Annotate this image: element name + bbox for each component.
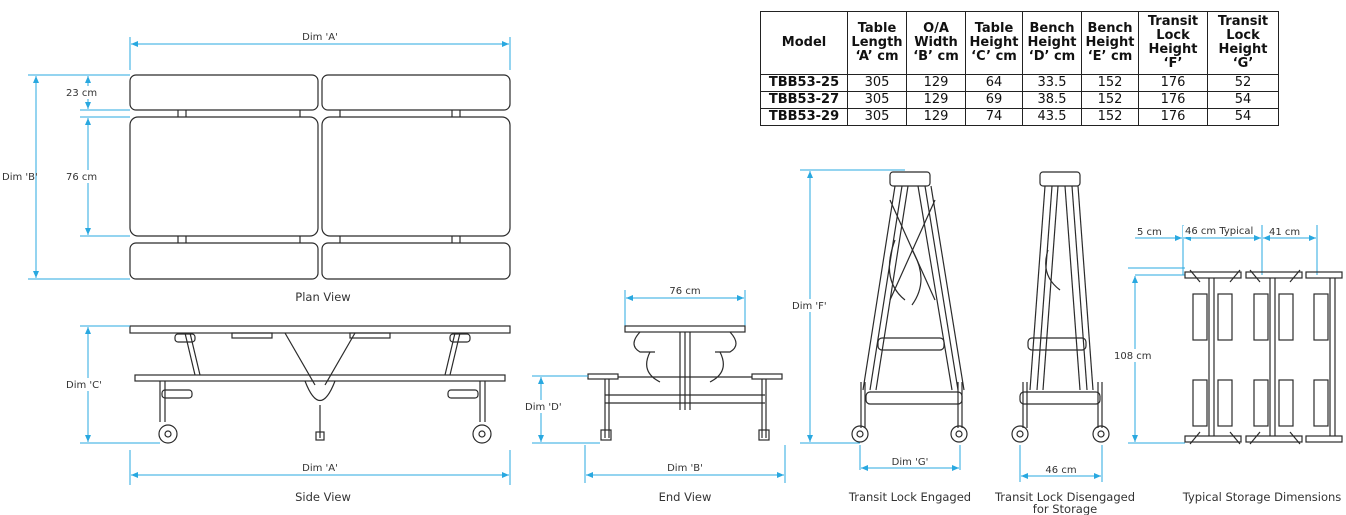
storage-spacing-label: 41 cm <box>1269 227 1300 238</box>
table-cell: 54 <box>1207 91 1279 109</box>
table-header-row: Model Table Length ‘A’ cm O/A Width ‘B’ … <box>760 11 1279 75</box>
transit-engaged-view: Dim 'F' Dim 'G' Transit Lock Engaged <box>790 169 971 504</box>
storage-caption: Typical Storage Dimensions <box>1182 490 1342 504</box>
table-cell: 176 <box>1138 91 1208 109</box>
side-view: Dim 'C' Dim 'A' Side View <box>62 325 511 504</box>
table-cell: 305 <box>847 108 907 126</box>
end-dim-d-label: Dim 'D' <box>525 402 562 413</box>
table-cell: 52 <box>1207 74 1279 92</box>
table-cell: 152 <box>1081 108 1139 126</box>
header-transit-lock-g: Transit Lock Height ‘G’ <box>1207 11 1279 75</box>
plan-table-left <box>129 116 319 237</box>
plan-view-caption: Plan View <box>295 290 350 304</box>
table-cell: 74 <box>965 108 1023 126</box>
header-bench-height-d: Bench Height ‘D’ cm <box>1022 11 1082 75</box>
table-cell: 305 <box>847 74 907 92</box>
table-cell: 152 <box>1081 74 1139 92</box>
header-bench-height-e: Bench Height ‘E’ cm <box>1081 11 1139 75</box>
cell-model: TBB53-25 <box>760 74 848 92</box>
table-cell: 129 <box>906 108 966 126</box>
side-dim-c-label: Dim 'C' <box>66 380 102 391</box>
plan-bench-top-right <box>321 74 511 111</box>
table-row: TBB53-25 305 129 64 33.5 152 176 52 <box>760 74 1279 92</box>
side-table-top <box>129 325 511 334</box>
table-cell: 129 <box>906 74 966 92</box>
cell-model: TBB53-27 <box>760 91 848 109</box>
table-cell: 176 <box>1138 108 1208 126</box>
plan-bench-bottom-left <box>129 242 319 280</box>
table-cell: 54 <box>1207 108 1279 126</box>
plan-bench-bottom-right <box>321 242 511 280</box>
table-cell: 33.5 <box>1022 74 1082 92</box>
transit-disengaged-view: 46 cm Transit Lock Disengaged for Storag… <box>994 171 1135 515</box>
end-top-width-label: 76 cm <box>669 286 700 297</box>
transit-disengaged-caption-2: for Storage <box>1033 502 1097 515</box>
cell-model: TBB53-29 <box>760 108 848 126</box>
header-transit-lock-f: Transit Lock Height ‘F’ <box>1138 11 1208 75</box>
plan-table-width-label: 76 cm <box>66 172 97 183</box>
plan-view: Dim 'A' Dim 'B' 23 cm 76 cm Plan View <box>2 32 511 304</box>
side-dim-a-label: Dim 'A' <box>302 463 338 474</box>
header-model: Model <box>760 11 848 75</box>
table-cell: 152 <box>1081 91 1139 109</box>
end-view: 76 cm Dim 'D' Dim 'B' End View <box>523 286 786 504</box>
end-dim-b-label: Dim 'B' <box>667 463 703 474</box>
dimensions-table: Model Table Length ‘A’ cm O/A Width ‘B’ … <box>760 11 1279 126</box>
transit-dim-g-label: Dim 'G' <box>892 457 929 468</box>
storage-typical-label: 46 cm Typical <box>1185 226 1253 237</box>
table-cell: 305 <box>847 91 907 109</box>
table-cell: 129 <box>906 91 966 109</box>
plan-dim-a-label: Dim 'A' <box>302 32 338 43</box>
storage-view: 5 cm 46 cm Typical 41 cm 108 cm <box>1112 225 1343 504</box>
side-bench <box>134 374 506 382</box>
storage-gap-label: 5 cm <box>1137 227 1162 238</box>
table-cell: 64 <box>965 74 1023 92</box>
end-view-caption: End View <box>659 490 712 504</box>
header-table-height: Table Height ‘C’ cm <box>965 11 1023 75</box>
plan-dim-b-label: Dim 'B' <box>2 172 38 183</box>
table-cell: 38.5 <box>1022 91 1082 109</box>
plan-bench-top-left <box>129 74 319 111</box>
table-row: TBB53-29 305 129 74 43.5 152 176 54 <box>760 108 1279 126</box>
header-table-length: Table Length ‘A’ cm <box>847 11 907 75</box>
table-cell: 43.5 <box>1022 108 1082 126</box>
disengaged-width-label: 46 cm <box>1045 465 1076 476</box>
transit-engaged-caption: Transit Lock Engaged <box>848 490 971 504</box>
header-oa-width: O/A Width ‘B’ cm <box>906 11 966 75</box>
transit-dim-f-label: Dim 'F' <box>792 301 827 312</box>
plan-table-right <box>321 116 511 237</box>
transit-disengaged-caption-1: Transit Lock Disengaged <box>994 490 1135 504</box>
table-row: TBB53-27 305 129 69 38.5 152 176 54 <box>760 91 1279 109</box>
storage-height-label: 108 cm <box>1114 351 1152 362</box>
side-view-caption: Side View <box>295 490 351 504</box>
table-cell: 69 <box>965 91 1023 109</box>
plan-bench-width-label: 23 cm <box>66 88 97 99</box>
table-cell: 176 <box>1138 74 1208 92</box>
